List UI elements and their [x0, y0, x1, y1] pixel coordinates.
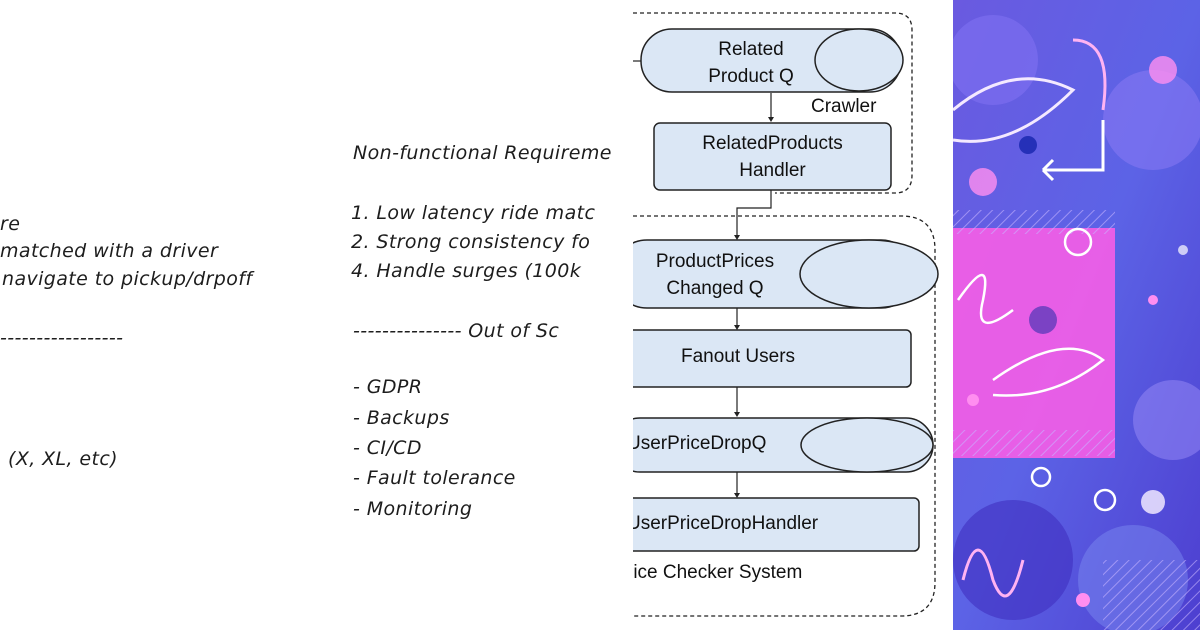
- art-curve: [1072, 38, 1107, 111]
- art-hatch-top: [953, 210, 1115, 234]
- art-loop: [953, 77, 1076, 143]
- scope-item-4: - Fault tolerance: [353, 467, 516, 489]
- nfr-item-1: 1. Low latency ride matc: [351, 202, 596, 224]
- note-line-1: re: [0, 213, 21, 235]
- art-dot: [1029, 306, 1057, 334]
- diagram-panel: Related Product Q Crawler RelatedProduct…: [633, 0, 953, 630]
- art-dot: [1149, 56, 1177, 84]
- user-price-drop-handler-label: UserPriceDropHandler: [633, 513, 819, 534]
- arrow-head-1: [768, 117, 774, 122]
- out-of-scope-divider: --------------- Out of Sc: [353, 320, 560, 342]
- art-wave: [961, 548, 1025, 598]
- art-dot: [969, 168, 997, 196]
- product-prices-queue-cap: [799, 239, 939, 309]
- related-product-queue-cap: [814, 28, 904, 92]
- arrow-head-2: [734, 235, 740, 240]
- art-blotch: [1103, 70, 1200, 170]
- abstract-art-canvas: [953, 0, 1200, 630]
- product-prices-q-label: ProductPrices Changed Q: [655, 251, 775, 299]
- related-product-q-label: Related Product Q: [708, 39, 794, 87]
- scope-item-5: - Monitoring: [353, 498, 473, 520]
- art-dot: [1148, 295, 1158, 305]
- art-pink-block: [953, 228, 1115, 458]
- related-products-handler-label: RelatedProducts Handler: [702, 133, 843, 181]
- art-ring: [1063, 227, 1093, 257]
- art-arrow-head: [1041, 158, 1055, 182]
- fanout-users-box: [633, 329, 912, 388]
- art-blotch: [1133, 380, 1200, 460]
- art-dot: [1076, 593, 1090, 607]
- art-dot: [1178, 245, 1188, 255]
- art-ring: [1093, 488, 1117, 512]
- scope-item-3: - CI/CD: [353, 437, 422, 459]
- arrow-head-3: [734, 325, 740, 330]
- crawler-container: [633, 12, 913, 194]
- art-hatch-corner: [1103, 560, 1200, 630]
- fanout-users-label: Fanout Users: [680, 346, 796, 367]
- note-line-3: navigate to pickup/drpoff: [2, 268, 253, 290]
- scope-item-2: - Backups: [353, 407, 450, 429]
- note-line-4: (X, XL, etc): [8, 448, 118, 470]
- art-dot: [1019, 136, 1037, 154]
- art-hatch-bottom: [953, 430, 1115, 456]
- art-dot: [967, 394, 979, 406]
- diagram-canvas: [633, 12, 939, 617]
- nfr-item-3: 4. Handle surges (100k: [351, 260, 582, 282]
- user-price-drop-q-label: UserPriceDropQ: [633, 433, 767, 454]
- arrow-head-5: [734, 493, 740, 498]
- note-line-2: matched with a driver: [0, 240, 219, 262]
- art-squiggle: [956, 273, 1014, 325]
- user-price-drop-queue-cap: [800, 417, 934, 473]
- user-price-drop-handler: [633, 497, 920, 552]
- art-loop-2: [992, 347, 1106, 397]
- system-container: [633, 215, 936, 617]
- notes-panel-middle: Non-functional Requireme 1. Low latency …: [345, 0, 635, 630]
- art-dot: [1141, 490, 1165, 514]
- art-ring: [1030, 466, 1052, 488]
- abstract-art-panel: [953, 0, 1200, 630]
- arrow-head-4: [734, 412, 740, 417]
- crawler-label: Crawler: [811, 96, 877, 117]
- scope-item-1: - GDPR: [353, 376, 423, 398]
- note-divider: -----------------: [0, 327, 124, 349]
- arrow-handler-to-prices: [736, 190, 772, 236]
- related-products-handler: [653, 122, 892, 191]
- art-blotch: [953, 500, 1073, 620]
- nfr-heading: Non-functional Requireme: [353, 142, 612, 164]
- art-blotch: [953, 15, 1038, 105]
- notes-panel-left: re matched with a driver navigate to pic…: [0, 0, 345, 630]
- art-arrow-line: [1043, 120, 1105, 172]
- system-label: rice Checker System: [633, 562, 803, 583]
- nfr-item-2: 2. Strong consistency fo: [351, 231, 591, 253]
